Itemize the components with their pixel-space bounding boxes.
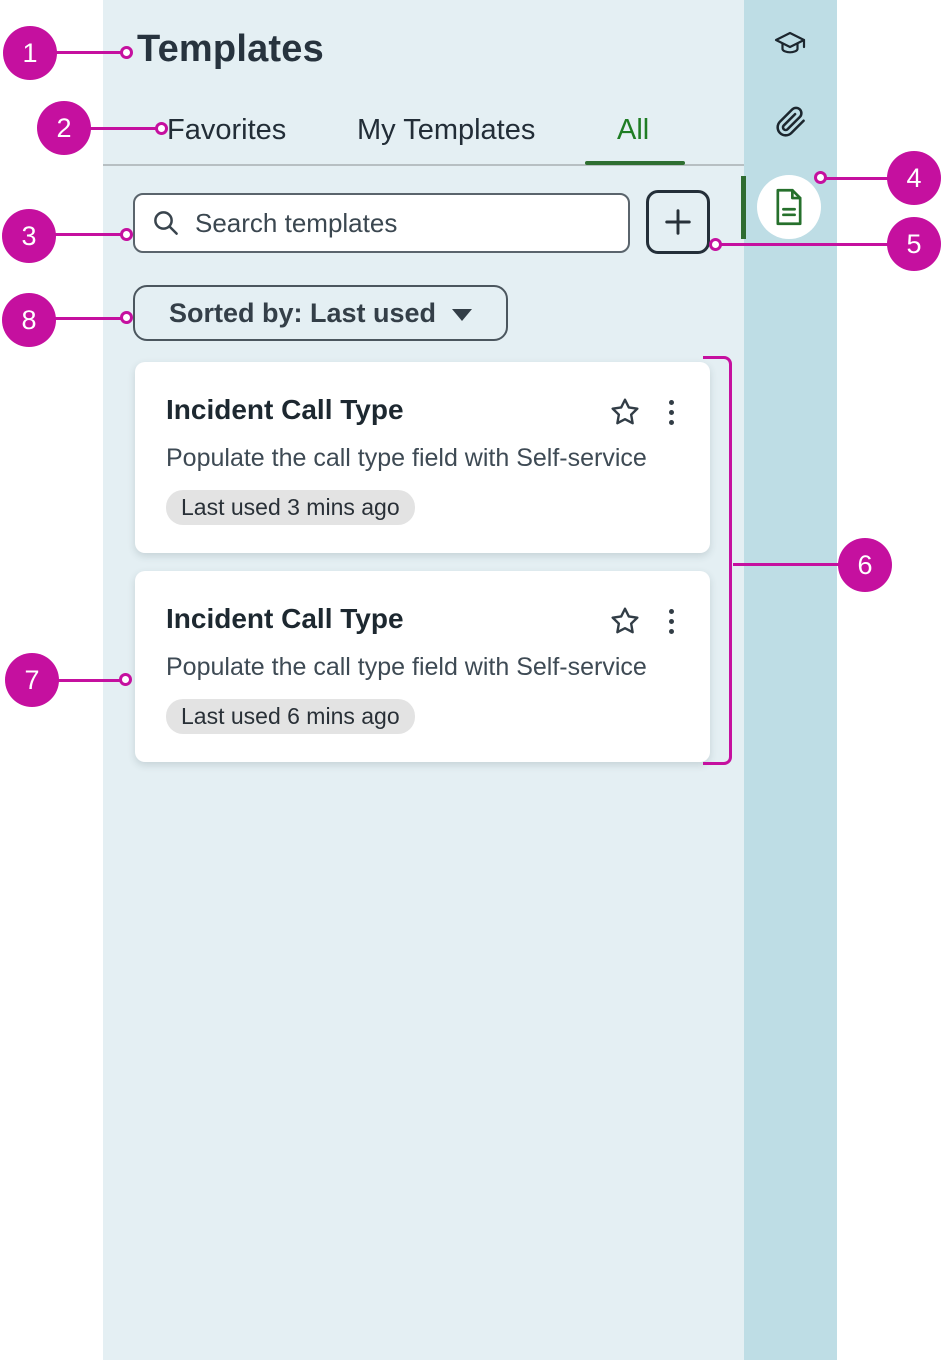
- tab-all[interactable]: All: [617, 114, 650, 146]
- template-card[interactable]: Incident Call Type Populate the call typ…: [135, 571, 710, 762]
- callout-badge-8: 8: [2, 293, 56, 347]
- template-card[interactable]: Incident Call Type Populate the call typ…: [135, 362, 710, 553]
- callout-line-2: [89, 127, 156, 130]
- search-icon: [151, 208, 181, 238]
- callout-line-7: [57, 679, 120, 682]
- card-description: Populate the call type field with Self-s…: [166, 444, 647, 472]
- callout-line-5: [721, 243, 888, 246]
- add-template-button[interactable]: [646, 190, 710, 254]
- search-box[interactable]: [133, 193, 630, 253]
- callout-endpoint-8: [120, 311, 133, 324]
- last-used-badge: Last used 3 mins ago: [166, 490, 415, 525]
- callout-endpoint-3: [120, 228, 133, 241]
- callout-badge-1: 1: [3, 26, 57, 80]
- paperclip-icon[interactable]: [775, 103, 807, 146]
- callout-line-6: [733, 563, 839, 566]
- search-input[interactable]: [193, 206, 612, 240]
- caret-down-icon: [452, 308, 473, 321]
- sort-dropdown-label: Sorted by: Last used: [169, 297, 437, 328]
- template-card-list: Incident Call Type Populate the call typ…: [135, 362, 710, 780]
- callout-line-8: [54, 317, 121, 320]
- tab-my-templates[interactable]: My Templates: [357, 114, 536, 146]
- templates-panel: Templates Favorites My Templates All: [103, 0, 744, 1360]
- card-title: Incident Call Type: [166, 603, 404, 634]
- callout-badge-3: 3: [2, 209, 56, 263]
- star-icon[interactable]: [609, 396, 641, 428]
- templates-rail-icon[interactable]: [757, 175, 821, 239]
- callout-endpoint-4: [814, 171, 827, 184]
- callout-badge-4: 4: [887, 151, 941, 205]
- star-icon[interactable]: [609, 605, 641, 637]
- callout-badge-2: 2: [37, 101, 91, 155]
- kebab-menu-icon[interactable]: [665, 398, 678, 427]
- kebab-menu-icon[interactable]: [665, 607, 678, 636]
- callout-endpoint-5: [709, 238, 722, 251]
- callout-endpoint-1: [120, 46, 133, 59]
- document-icon: [773, 188, 805, 226]
- callout-endpoint-2: [155, 122, 168, 135]
- tab-favorites[interactable]: Favorites: [167, 114, 287, 146]
- icon-rail: [744, 0, 837, 1360]
- graduation-cap-icon[interactable]: [773, 30, 807, 65]
- sort-dropdown[interactable]: Sorted by: Last used: [133, 285, 509, 341]
- active-tab-underline: [585, 161, 685, 165]
- callout-endpoint-7: [119, 673, 132, 686]
- callout-line-4: [826, 177, 888, 180]
- callout-badge-7: 7: [5, 653, 59, 707]
- callout-badge-6: 6: [838, 538, 892, 592]
- callout-badge-5: 5: [887, 217, 941, 271]
- callout-line-1: [55, 51, 121, 54]
- callout-line-3: [54, 233, 121, 236]
- page-title: Templates: [137, 28, 324, 70]
- callout-bracket-6: [703, 356, 732, 765]
- active-rail-indicator: [741, 176, 746, 239]
- tabs-divider: [103, 164, 744, 166]
- plus-icon: [660, 204, 696, 240]
- card-title: Incident Call Type: [166, 394, 404, 425]
- card-description: Populate the call type field with Self-s…: [166, 653, 647, 681]
- last-used-badge: Last used 6 mins ago: [166, 699, 415, 734]
